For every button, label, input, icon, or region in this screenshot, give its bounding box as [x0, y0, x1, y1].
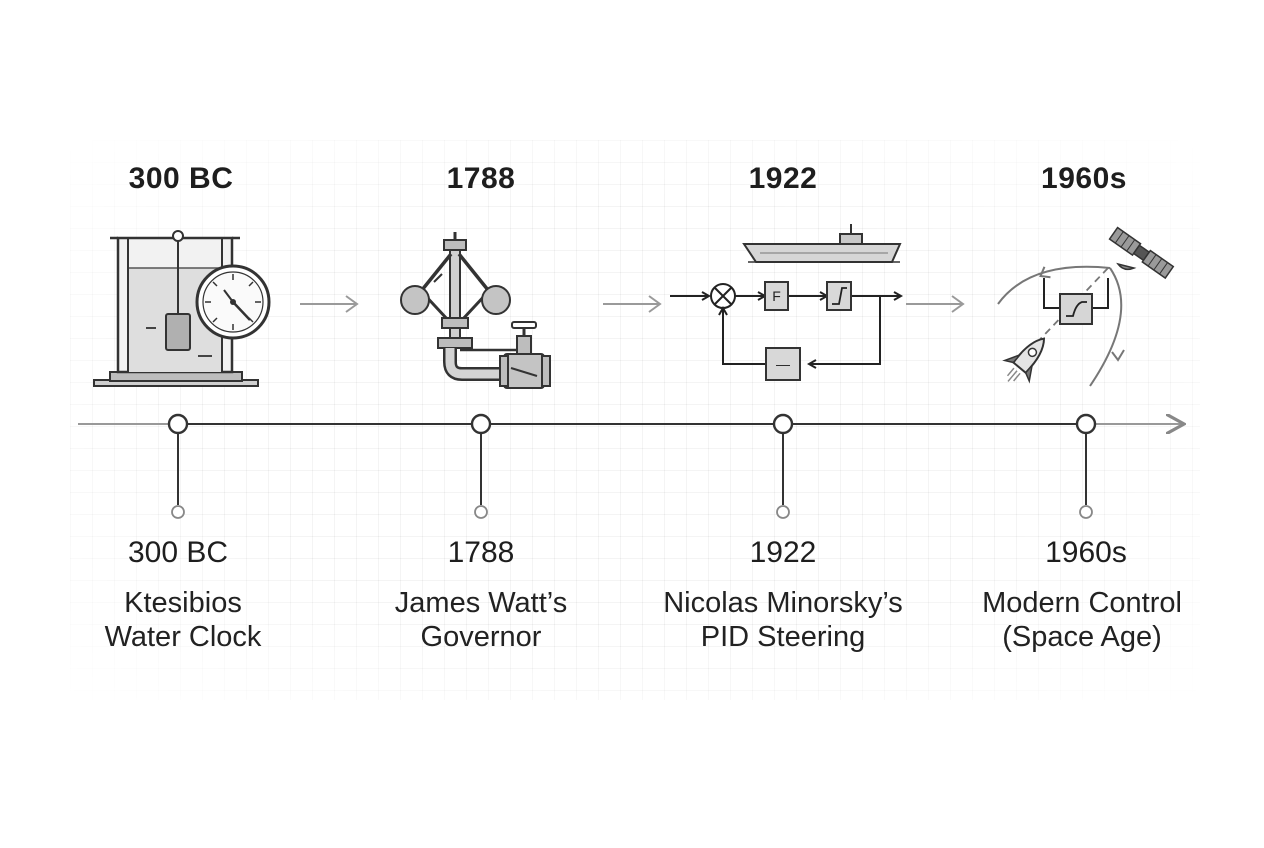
pid-forward-label: F: [772, 288, 781, 304]
timeline-node-1788: [470, 413, 492, 519]
connector-arrow-3: [906, 295, 965, 313]
pid-feedback-block: [765, 347, 801, 381]
bottom-year-1960s: 1960s: [1045, 536, 1127, 569]
water-clock-icon: [93, 230, 271, 387]
description-line: Nicolas Minorsky’s: [663, 587, 903, 619]
centrifugal-governor-icon: [400, 232, 551, 389]
milestone-description-300bc: Ktesibios Water Clock: [43, 586, 323, 654]
connector-arrow-1: [300, 295, 359, 313]
timeline-node-1922: [772, 413, 794, 519]
milestone-description-1922: Nicolas Minorsky’s PID Steering: [643, 586, 923, 654]
timeline-node-1960s: [1075, 413, 1097, 519]
pid-feedback-label: —: [776, 356, 790, 372]
description-line: PID Steering: [700, 621, 866, 653]
connector-arrow-2: [603, 295, 662, 313]
bottom-year-1788: 1788: [447, 536, 515, 569]
description-line: Ktesibios: [124, 587, 242, 619]
ship-icon: [742, 224, 902, 263]
space-age-control-icon: [997, 226, 1175, 387]
rocket-icon: [1002, 337, 1046, 384]
bottom-year-300bc: 300 BC: [127, 536, 229, 569]
description-line: Modern Control: [982, 587, 1182, 619]
milestone-description-1788: James Watt’s Governor: [341, 586, 621, 654]
top-year-1960s: 1960s: [1041, 162, 1127, 195]
top-year-1788: 1788: [446, 162, 516, 195]
bottom-year-1922: 1922: [749, 536, 817, 569]
pid-saturation-block: [826, 281, 852, 311]
timeline-node-300bc: [167, 413, 189, 519]
description-line: James Watt’s: [394, 587, 568, 619]
description-line: (Space Age): [1002, 621, 1162, 653]
top-year-1922: 1922: [748, 162, 818, 195]
milestone-description-1960s: Modern Control (Space Age): [942, 586, 1222, 654]
description-line: Water Clock: [104, 621, 262, 653]
pid-forward-block: [764, 281, 789, 311]
description-line: Governor: [420, 621, 542, 653]
pid-block-diagram-icon: F —: [670, 224, 904, 381]
background-grid: [70, 140, 1200, 700]
top-year-300bc: 300 BC: [128, 162, 234, 195]
satellite-icon: [1108, 226, 1175, 280]
